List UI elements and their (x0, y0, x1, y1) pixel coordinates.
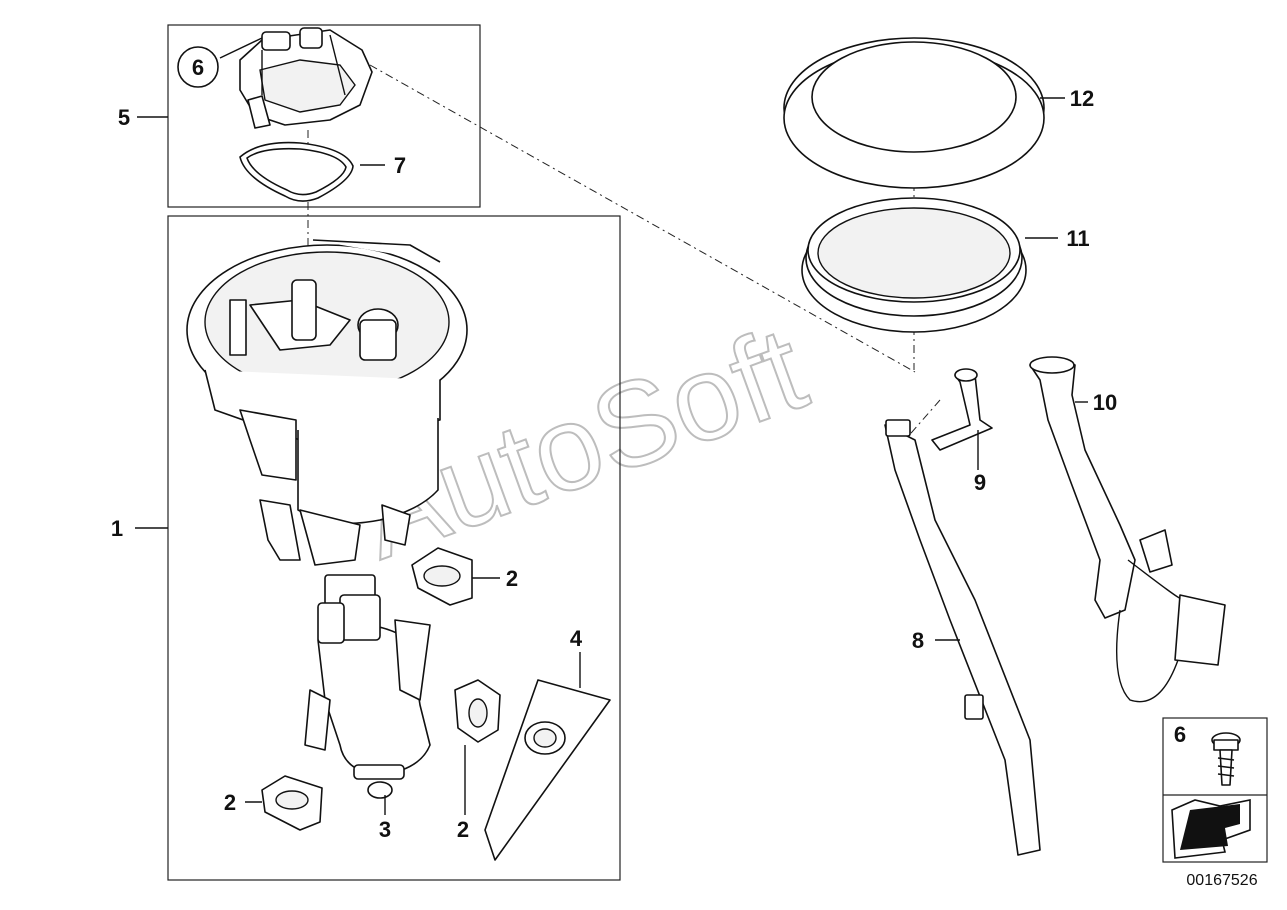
part-5-regulator (239, 27, 373, 129)
part-1-pump-housing (186, 239, 468, 566)
callout-9: 9 (974, 470, 986, 495)
callout-6-circle (177, 46, 219, 88)
part-12-lock-ring (783, 37, 1045, 189)
callout-6-detail: 6 (1174, 722, 1186, 747)
part-11-seal-ring (801, 197, 1027, 333)
part-7-gasket (239, 141, 354, 202)
callout-3: 3 (379, 817, 391, 842)
assembly-line-6-9 (369, 64, 916, 373)
catalog-number: 00167526 (1186, 872, 1257, 889)
callout-2-right: 2 (457, 817, 469, 842)
callout-1: 1 (111, 516, 123, 541)
part-3-fuel-pump (304, 574, 431, 799)
part-6-screw-detail (1211, 732, 1241, 786)
frame-part-1 (167, 215, 621, 881)
callout-2-upper: 2 (506, 566, 518, 591)
callout-11: 11 (1066, 226, 1089, 251)
frame-part-5 (167, 24, 481, 208)
part-2-clip-lower (261, 775, 323, 831)
part-10-level-sensor (1029, 356, 1226, 703)
callout-10: 10 (1093, 390, 1117, 415)
callout-7: 7 (394, 153, 406, 178)
part-2-clip-right (454, 679, 501, 743)
callout-4: 4 (570, 626, 583, 651)
leader-lines (135, 37, 1088, 815)
part-4-wedge (484, 679, 611, 861)
callout-12: 12 (1070, 86, 1094, 111)
callout-6: 6 (192, 55, 204, 80)
part-8-sensor-arm (884, 419, 1041, 856)
callout-8: 8 (912, 628, 924, 653)
callout-5: 5 (118, 105, 130, 130)
part-2-clip-upper (411, 547, 473, 606)
part-9-bracket (931, 368, 993, 451)
arrow-icon (1171, 799, 1251, 859)
callout-2-lower: 2 (224, 790, 236, 815)
frame-part-6-detail (1162, 717, 1268, 863)
